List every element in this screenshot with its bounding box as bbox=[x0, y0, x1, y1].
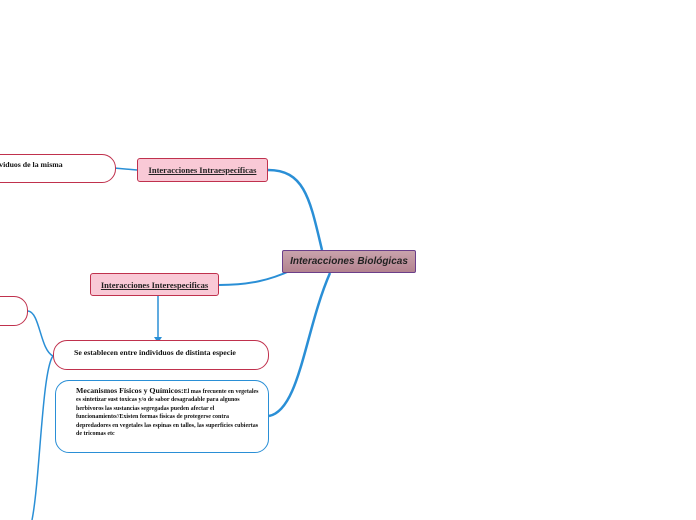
link-central-mech bbox=[268, 272, 332, 418]
link-central-intra bbox=[267, 168, 324, 251]
mecanismos-body: El mas frecuente en vegetales es sinteti… bbox=[76, 389, 259, 438]
central-topic[interactable]: Interacciones Biológicas bbox=[282, 250, 416, 273]
link-central-inter bbox=[218, 269, 293, 286]
link-intra-child bbox=[113, 167, 138, 171]
link-dist-bottom bbox=[31, 355, 54, 520]
topic-intraespecificas[interactable]: Interacciones Intraespecíficas bbox=[137, 158, 268, 182]
link-dist-small bbox=[27, 310, 54, 357]
subtopic-inter-left[interactable] bbox=[0, 296, 28, 326]
mecanismos-title: Mecanismos Físicos y Químicos: bbox=[76, 386, 184, 395]
subtopic-distinta-especie[interactable]: Se establecen entre individuos de distin… bbox=[53, 340, 269, 370]
topic-interespecificas[interactable]: Interacciones Interespecificas bbox=[90, 273, 219, 296]
subtopic-intra-individuos[interactable]: ividuos de la misma bbox=[0, 154, 116, 183]
subtopic-mecanismos[interactable]: Mecanismos Físicos y Químicos:El mas fre… bbox=[55, 380, 269, 453]
